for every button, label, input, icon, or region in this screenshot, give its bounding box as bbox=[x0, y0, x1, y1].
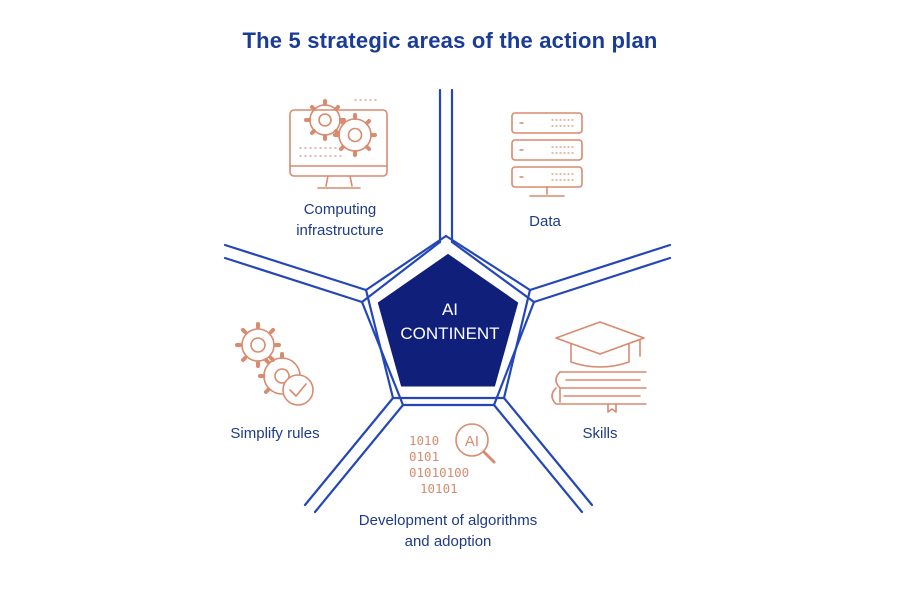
area-label-data: Data bbox=[529, 213, 561, 230]
divider-top bbox=[438, 88, 454, 244]
binary-row-1: 1010 bbox=[409, 433, 439, 448]
binary-row-4: 10101 bbox=[420, 481, 458, 496]
divider-left bbox=[223, 243, 368, 304]
divider-bottom-left bbox=[303, 396, 405, 514]
center-pentagon bbox=[374, 250, 522, 390]
pentagon-ring bbox=[360, 234, 536, 407]
graduation-cap-books-icon bbox=[551, 321, 647, 413]
binary-row-3: 01010100 bbox=[409, 465, 469, 480]
divider-right bbox=[528, 243, 672, 304]
area-label-simplify: Simplify rules bbox=[230, 425, 320, 442]
computer-gears-icon bbox=[289, 99, 388, 189]
gears-check-icon bbox=[235, 322, 314, 406]
binary-ai-search-icon: 1010 0101 01010100 10101 AI bbox=[409, 423, 496, 496]
server-icon bbox=[511, 112, 583, 197]
center-label: AI CONTINENT bbox=[400, 300, 500, 343]
diagram-title: The 5 strategic areas of the action plan bbox=[242, 28, 658, 53]
divider-bottom-right bbox=[492, 396, 594, 514]
binary-row-2: 0101 bbox=[409, 449, 439, 464]
area-label-computing: Computing infrastructure bbox=[296, 201, 384, 239]
divider-lines bbox=[223, 88, 672, 514]
area-label-algorithms: Development of algorithms and adoption bbox=[358, 512, 538, 550]
area-label-skills: Skills bbox=[582, 425, 618, 442]
ai-magnifier-text: AI bbox=[465, 433, 479, 450]
